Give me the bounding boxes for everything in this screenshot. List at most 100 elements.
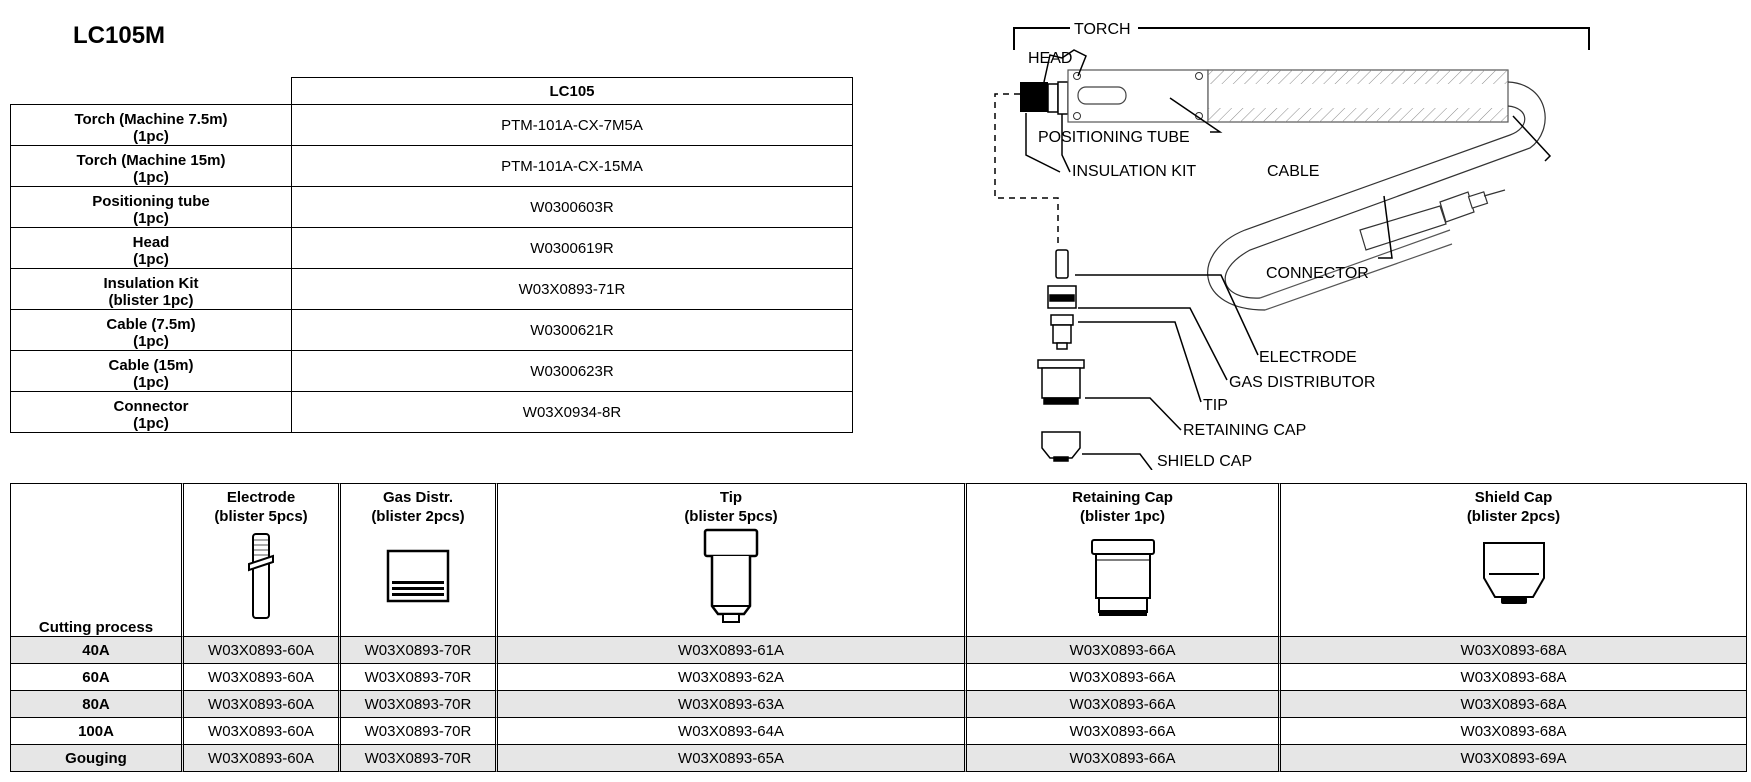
- part-name: Torch (Machine 15m)(1pc): [10, 145, 292, 187]
- electrode-code: W03X0893-60A: [184, 745, 341, 772]
- electrode-icon: [248, 533, 274, 619]
- retaining-cap-shape: [1037, 359, 1085, 369]
- assembly-guide-dashed: [994, 93, 1059, 248]
- shield-cap-icon: [1482, 542, 1545, 604]
- column-header-electrode: Electrode(blister 5pcs): [184, 483, 341, 637]
- part-name: Insulation Kit(blister 1pc): [10, 268, 292, 310]
- table-row: Head(1pc) W0300619R: [10, 227, 853, 269]
- part-code: W03X0893-71R: [291, 268, 853, 310]
- table-row: Torch (Machine 7.5m)(1pc) PTM-101A-CX-7M…: [10, 104, 853, 146]
- tip-code: W03X0893-65A: [498, 745, 967, 772]
- table-row: Cable (7.5m)(1pc) W0300621R: [10, 309, 853, 351]
- label-gas-distributor: GAS DISTRIBUTOR: [1229, 374, 1375, 391]
- gas-distributor-code: W03X0893-70R: [341, 718, 498, 745]
- label-head: HEAD: [1028, 50, 1072, 67]
- part-code: PTM-101A-CX-15MA: [291, 145, 853, 187]
- part-name: Cable (15m)(1pc): [10, 350, 292, 392]
- cutting-process: 60A: [10, 664, 184, 691]
- retaining-cap-code: W03X0893-66A: [967, 718, 1281, 745]
- retaining-cap-code: W03X0893-66A: [967, 691, 1281, 718]
- table-row: Gouging W03X0893-60A W03X0893-70R W03X08…: [10, 745, 1747, 772]
- electrode-code: W03X0893-60A: [184, 691, 341, 718]
- electrode-code: W03X0893-60A: [184, 664, 341, 691]
- electrode-shape: [1055, 249, 1069, 279]
- part-name: Head(1pc): [10, 227, 292, 269]
- gas-distributor-icon: [386, 549, 450, 603]
- parts-table-model-header: LC105: [291, 77, 853, 105]
- tip-shape: [1050, 314, 1074, 326]
- cutting-process: 40A: [10, 637, 184, 664]
- retaining-cap-code: W03X0893-66A: [967, 745, 1281, 772]
- part-name: Cable (7.5m)(1pc): [10, 309, 292, 351]
- torch-exploded-diagram: TORCH HEAD POSITIONING TUBE INS: [994, 21, 1590, 470]
- table-row: Positioning tube(1pc) W0300603R: [10, 186, 853, 228]
- part-name: Connector(1pc): [10, 391, 292, 433]
- part-code: W0300621R: [291, 309, 853, 351]
- cutting-process: 100A: [10, 718, 184, 745]
- part-name: Positioning tube(1pc): [10, 186, 292, 228]
- label-positioning-tube: POSITIONING TUBE: [1038, 129, 1190, 146]
- table-row: 60A W03X0893-60A W03X0893-70R W03X0893-6…: [10, 664, 1747, 691]
- table-row: Insulation Kit(blister 1pc) W03X0893-71R: [10, 268, 853, 310]
- tip-code: W03X0893-61A: [498, 637, 967, 664]
- table-row: 100A W03X0893-60A W03X0893-70R W03X0893-…: [10, 718, 1747, 745]
- cutting-process: 80A: [10, 691, 184, 718]
- column-header-shield-cap: Shield Cap(blister 2pcs): [1281, 483, 1747, 637]
- cutting-process-header: Cutting process: [10, 483, 184, 637]
- label-shield-cap: SHIELD CAP: [1157, 453, 1252, 470]
- tip-code: W03X0893-64A: [498, 718, 967, 745]
- part-code: W03X0934-8R: [291, 391, 853, 433]
- part-code: W0300619R: [291, 227, 853, 269]
- part-code: PTM-101A-CX-7M5A: [291, 104, 853, 146]
- exploded-consumables: [1037, 249, 1085, 462]
- shield-cap-code: W03X0893-68A: [1281, 637, 1747, 664]
- part-name: Torch (Machine 7.5m)(1pc): [10, 104, 292, 146]
- table-row: 80A W03X0893-60A W03X0893-70R W03X0893-6…: [10, 691, 1747, 718]
- gas-distributor-code: W03X0893-70R: [341, 637, 498, 664]
- shield-cap-code: W03X0893-68A: [1281, 718, 1747, 745]
- label-connector: CONNECTOR: [1266, 265, 1369, 282]
- cable-shape: [1207, 81, 1546, 311]
- tip-code: W03X0893-62A: [498, 664, 967, 691]
- table-row: Connector(1pc) W03X0934-8R: [10, 391, 853, 433]
- gas-distributor-code: W03X0893-70R: [341, 691, 498, 718]
- retaining-cap-icon: [1090, 539, 1155, 616]
- table-row: Cable (15m)(1pc) W0300623R: [10, 350, 853, 392]
- retaining-cap-code: W03X0893-66A: [967, 637, 1281, 664]
- tip-code: W03X0893-63A: [498, 691, 967, 718]
- torch-bracket: TORCH: [1013, 21, 1590, 50]
- page-title: LC105M: [73, 22, 166, 49]
- parts-table: LC105 Torch (Machine 7.5m)(1pc) PTM-101A…: [10, 77, 853, 433]
- shield-cap-shape: [1041, 431, 1081, 459]
- retaining-cap-code: W03X0893-66A: [967, 664, 1281, 691]
- label-tip: TIP: [1203, 397, 1228, 414]
- part-code: W0300603R: [291, 186, 853, 228]
- column-header-gas-distributor: Gas Distr.(blister 2pcs): [341, 483, 498, 637]
- gas-distributor-code: W03X0893-70R: [341, 745, 498, 772]
- electrode-code: W03X0893-60A: [184, 718, 341, 745]
- head-shape: [1067, 69, 1209, 123]
- tip-icon: [703, 528, 759, 623]
- label-cable: CABLE: [1267, 163, 1319, 180]
- positioning-tube-shape: [1207, 69, 1509, 123]
- shield-cap-code: W03X0893-69A: [1281, 745, 1747, 772]
- electrode-code: W03X0893-60A: [184, 637, 341, 664]
- label-insulation-kit: INSULATION KIT: [1072, 163, 1196, 180]
- leader-lines-consumables: [1075, 274, 1259, 470]
- label-retaining-cap: RETAINING CAP: [1183, 422, 1306, 439]
- part-code: W0300623R: [291, 350, 853, 392]
- consumables-table: Cutting process Electrode(blister 5pcs) …: [10, 483, 1747, 772]
- column-header-tip: Tip(blister 5pcs): [498, 483, 967, 637]
- shield-cap-code: W03X0893-68A: [1281, 664, 1747, 691]
- parts-table-corner: [10, 77, 292, 105]
- column-header-retaining-cap: Retaining Cap(blister 1pc): [967, 483, 1281, 637]
- label-torch: TORCH: [1074, 21, 1131, 38]
- label-electrode: ELECTRODE: [1259, 349, 1357, 366]
- leader-lines-top: [1025, 49, 1552, 259]
- connector-shape: [1359, 189, 1506, 251]
- table-row: 40A W03X0893-60A W03X0893-70R W03X0893-6…: [10, 637, 1747, 664]
- shield-cap-code: W03X0893-68A: [1281, 691, 1747, 718]
- cutting-process: Gouging: [10, 745, 184, 772]
- gas-distributor-code: W03X0893-70R: [341, 664, 498, 691]
- table-row: Torch (Machine 15m)(1pc) PTM-101A-CX-15M…: [10, 145, 853, 187]
